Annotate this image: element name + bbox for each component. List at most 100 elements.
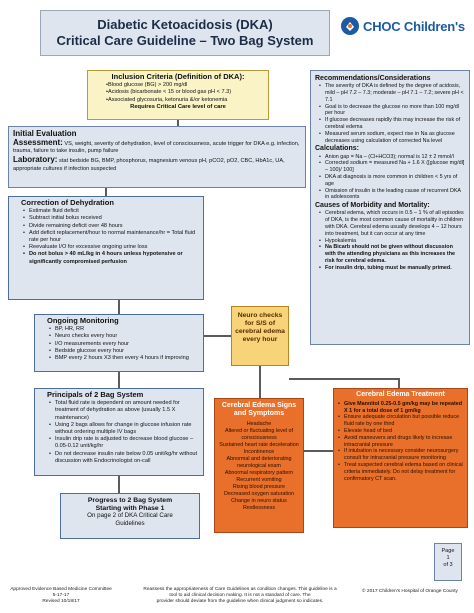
cerebral-edema-signs-box: Cerebral Edema Signs and Symptoms Headac… bbox=[214, 398, 304, 533]
causes-title: Causes of Morbidity and Mortality: bbox=[315, 202, 430, 210]
list-item: Acidosis (bicarbonate < 15 or blood gas … bbox=[106, 89, 268, 96]
connector-line bbox=[204, 335, 231, 337]
progress-line-4: Guidelines bbox=[115, 519, 145, 527]
list-item: Abnormal respiratory pattern bbox=[224, 470, 294, 476]
footer-right: © 2017 Children's Hospital of Orange Cou… bbox=[350, 589, 470, 595]
list-item: Do not bolus > 40 mL/kg in 4 hours unles… bbox=[23, 251, 199, 265]
causes-list: Cerebral edema, which occurs in 0.5 – 1 … bbox=[315, 210, 465, 271]
list-item: Treat suspected cerebral edema based on … bbox=[338, 462, 463, 482]
footer-disclaimer-2: provider should deviate from the guideli… bbox=[156, 599, 324, 604]
principles-title: Principals of 2 Bag System bbox=[47, 390, 144, 399]
monitoring-list: BP, HR, RR Neuro checks every hour I/O m… bbox=[39, 326, 199, 362]
list-item: Change in neuro status bbox=[231, 498, 287, 504]
list-item: Na Bicarb should not be given without di… bbox=[319, 244, 465, 264]
list-item: I/O measurements every hour bbox=[49, 341, 199, 348]
page-line-2: 1 bbox=[446, 555, 450, 561]
list-item: Do not decrease insulin rate below 0.05 … bbox=[49, 451, 199, 465]
list-item: BMP every 2 hours X3 then every 4 hours … bbox=[49, 355, 199, 362]
dehydration-list: Estimate fluid deficit Subtract initial … bbox=[13, 208, 199, 266]
recommendations-title: Recommendations/Considerations bbox=[315, 75, 431, 82]
list-item: Omission of insulin is the leading cause… bbox=[319, 188, 465, 202]
footer-date: 5-17-17 bbox=[52, 593, 70, 598]
list-item: Associated glycosuria, ketonuria &/or ke… bbox=[106, 97, 268, 104]
list-item: Sustained heart rate deceleration bbox=[219, 442, 299, 448]
page-indicator: Page 1 of 3 bbox=[434, 543, 462, 581]
choc-logo-icon bbox=[341, 17, 359, 35]
list-item: Headache bbox=[246, 421, 272, 427]
progress-line-1: Progress to 2 Bag System bbox=[87, 497, 173, 504]
list-item: BP, HR, RR bbox=[49, 326, 199, 333]
list-item: Restlessness bbox=[242, 505, 276, 511]
recommendations-box: Recommendations/Considerations The sever… bbox=[310, 70, 470, 345]
signs-title: Cerebral Edema Signs and Symptoms bbox=[221, 402, 297, 417]
flow-arrow bbox=[177, 120, 179, 126]
page-line-3: of 3 bbox=[443, 562, 453, 568]
list-item: Corrected sodium = measured Na + 1.6 X (… bbox=[319, 160, 465, 174]
list-item: Cerebral edema, which occurs in 0.5 – 1 … bbox=[319, 210, 465, 237]
footer-copyright: © 2017 Children's Hospital of Orange Cou… bbox=[362, 589, 458, 594]
dehydration-box: Correction of Dehydration Estimate fluid… bbox=[8, 196, 204, 300]
list-item: Add deficit replacement/hour to normal m… bbox=[23, 230, 199, 244]
initial-evaluation-box: Initial Evaluation Assessment: VS, weigh… bbox=[8, 126, 306, 188]
flow-arrow bbox=[118, 372, 120, 388]
assessment-label: Assessment: bbox=[13, 138, 63, 147]
list-item: Abnormal and deteriorating neurological … bbox=[226, 456, 292, 469]
list-item: Insulin drip rate is adjusted to decreas… bbox=[49, 436, 199, 450]
list-item: Measured serum sodium, expect rise in Na… bbox=[319, 131, 465, 145]
list-item: Bedside glucose every hour bbox=[49, 348, 199, 355]
flow-arrow bbox=[118, 476, 120, 493]
list-item: Anion gap = Na – (Cl+HCO3); normal is 12… bbox=[319, 154, 465, 161]
calculations-title: Calculations: bbox=[315, 145, 359, 153]
page-line-1: Page bbox=[441, 548, 455, 554]
neuro-line-3: cerebral edema bbox=[235, 328, 285, 335]
list-item: Ensure adequate circulation but possible… bbox=[338, 414, 463, 428]
list-item: The severity of DKA is defined by the de… bbox=[319, 83, 465, 103]
recommendations-list: The severity of DKA is defined by the de… bbox=[315, 83, 465, 144]
page-title: Diabetic Ketoacidosis (DKA) Critical Car… bbox=[40, 10, 330, 56]
list-item: Estimate fluid deficit bbox=[23, 208, 199, 215]
logo-text: CHOC Children's bbox=[363, 18, 465, 34]
list-item: DKA at diagnosis is more common in child… bbox=[319, 174, 465, 188]
flow-arrow bbox=[105, 188, 107, 196]
title-line-1: Diabetic Ketoacidosis (DKA) bbox=[97, 17, 273, 32]
list-item: Incontinence bbox=[243, 449, 275, 455]
progress-box: Progress to 2 Bag System Starting with P… bbox=[60, 493, 200, 539]
neuro-line-4: every hour bbox=[242, 336, 278, 343]
list-item: Decreased oxygen saturation bbox=[223, 491, 295, 497]
footer-center: Reassess the appropriateness of Care Gui… bbox=[140, 587, 340, 605]
list-item: Hypokalemia bbox=[319, 238, 465, 245]
list-item: Give Mannitol 0.25-0.5 gm/kg may be repe… bbox=[338, 401, 463, 415]
treatment-title: Cerebral Edema Treatment bbox=[356, 391, 445, 398]
list-item: Rising blood pressure bbox=[232, 484, 286, 490]
title-line-2: Critical Care Guideline – Two Bag System bbox=[56, 33, 314, 48]
list-item: Total fluid rate is dependent on amount … bbox=[49, 400, 199, 422]
flow-arrow bbox=[304, 450, 333, 452]
neuro-line-2: for S/S of bbox=[244, 320, 276, 327]
list-item: Avoid maneuvers and drugs likely to incr… bbox=[338, 435, 463, 449]
list-item: Goal is to decrease the glucose no more … bbox=[319, 104, 465, 118]
principles-list: Total fluid rate is dependent on amount … bbox=[39, 400, 199, 465]
footer-disclaimer-1: Reassess the appropriateness of Care Gui… bbox=[143, 587, 337, 598]
assessment-text: VS, weight, severity of dehydration, lev… bbox=[13, 141, 300, 155]
evaluation-title: Initial Evaluation bbox=[13, 129, 77, 138]
list-item: Neuro checks every hour bbox=[49, 333, 199, 340]
inclusion-criteria-box: Inclusion Criteria (Definition of DKA): … bbox=[87, 70, 269, 120]
list-item: If glucose decreases rapidly this may in… bbox=[319, 117, 465, 131]
inclusion-title: Inclusion Criteria (Definition of DKA): bbox=[111, 72, 245, 81]
progress-line-2: Starting with Phase 1 bbox=[95, 504, 165, 512]
list-item: If intubation is necessary consider neur… bbox=[338, 448, 463, 462]
laboratory-label: Laboratory: bbox=[13, 155, 58, 165]
inclusion-required: Requires Critical Care level of care bbox=[130, 103, 226, 110]
list-item: Recurrent vomiting bbox=[236, 477, 282, 483]
list-item: Using 2 bags allows for change in glucos… bbox=[49, 422, 199, 436]
flow-arrow bbox=[259, 366, 261, 398]
neuro-line-1: Neuro checks bbox=[237, 312, 283, 319]
list-item: Elevate head of bed bbox=[338, 428, 463, 435]
flow-arrow bbox=[398, 378, 400, 388]
footer-left: Approved Evidence Based Medicine Committ… bbox=[6, 587, 116, 605]
treatment-list: Give Mannitol 0.25-0.5 gm/kg may be repe… bbox=[338, 401, 463, 483]
choc-logo: CHOC Children's bbox=[340, 14, 466, 38]
footer-approval: Approved Evidence Based Medicine Committ… bbox=[10, 587, 112, 592]
cerebral-edema-treatment-box: Cerebral Edema Treatment Give Mannitol 0… bbox=[333, 388, 468, 528]
flow-arrow bbox=[118, 300, 120, 314]
